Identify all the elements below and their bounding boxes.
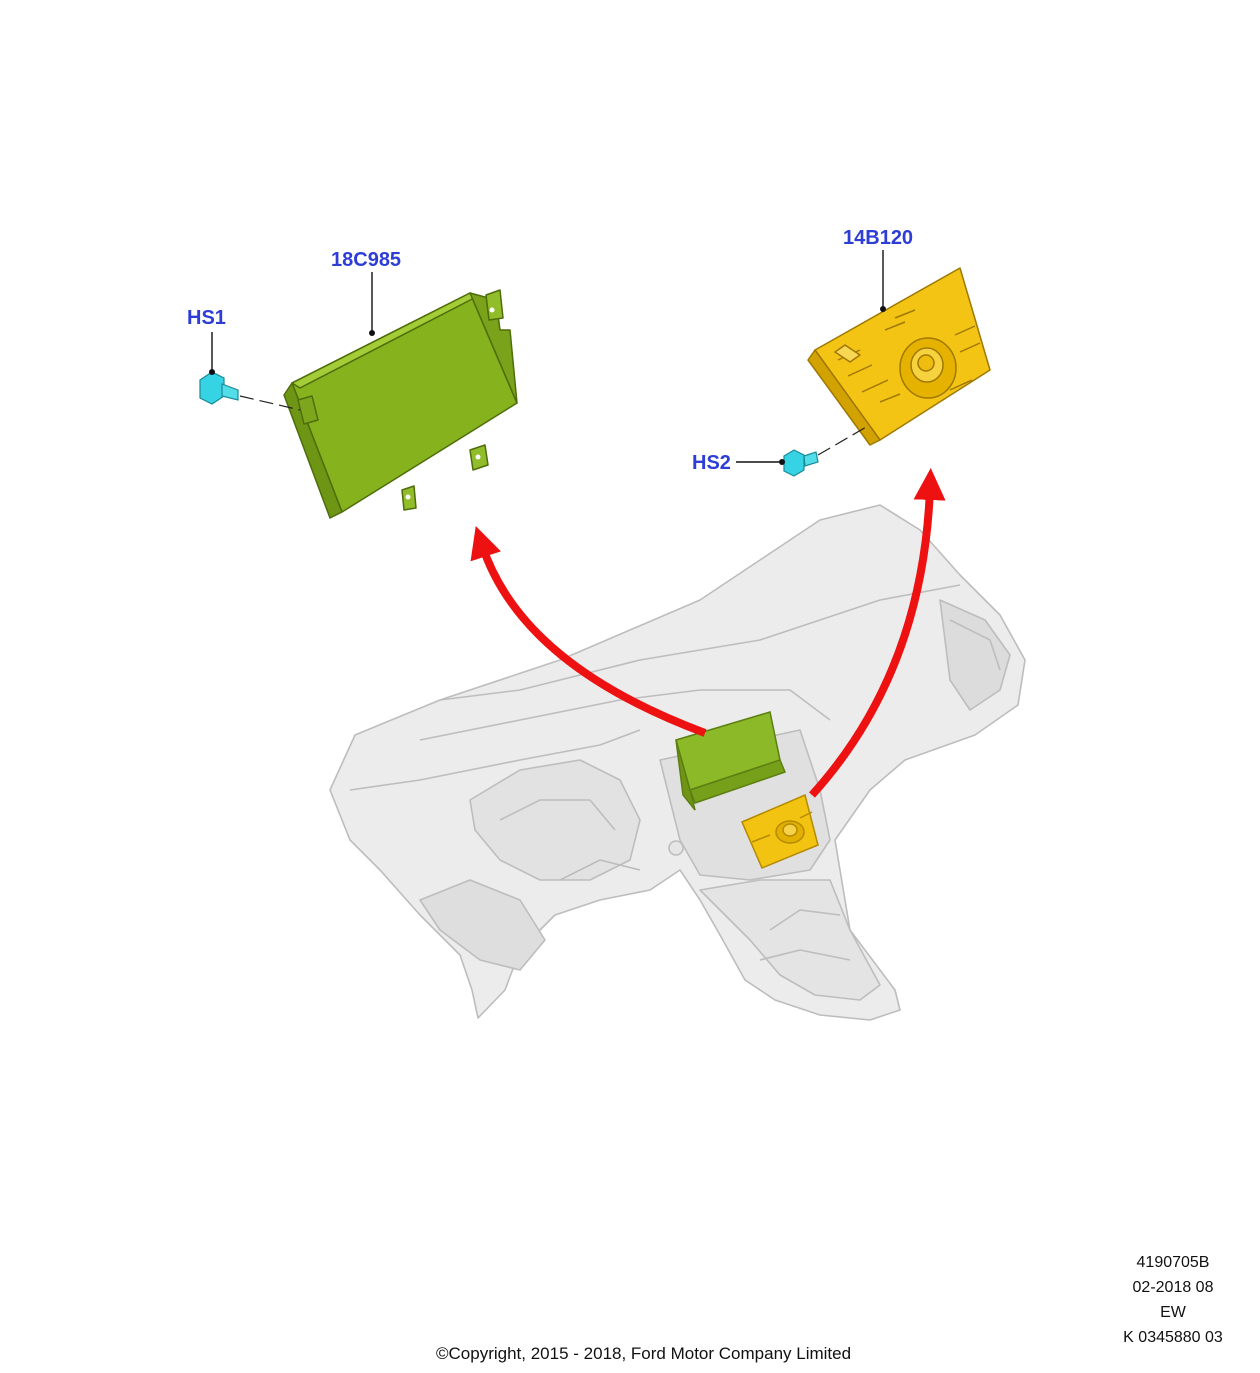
- arrow-to-14b120: [809, 468, 946, 798]
- module-14b120: [807, 267, 991, 446]
- reference-code: K 0345880 03: [1123, 1329, 1223, 1346]
- module-18c985: [283, 289, 518, 519]
- date-code: 02-2018 08: [1132, 1279, 1214, 1296]
- callout-14b120: 14B120: [843, 227, 914, 249]
- callout-18c985: 18C985: [331, 249, 402, 271]
- bolt-icon: [199, 371, 239, 405]
- leader-lines: [209, 250, 886, 465]
- callout-hs1: HS1: [187, 307, 226, 329]
- copyright-notice: ©Copyright, 2015 - 2018, Ford Motor Comp…: [436, 1344, 852, 1363]
- installed-module-18c985: [675, 711, 786, 811]
- assembly-line-hs2: [817, 425, 869, 456]
- region-code: EW: [1160, 1304, 1186, 1321]
- assembly-line-hs1: [239, 395, 301, 411]
- bolt-icon: [783, 449, 819, 477]
- figure-id: 4190705B: [1136, 1254, 1210, 1271]
- installed-module-14b120: [741, 793, 819, 869]
- arrow-to-18c985: [470, 526, 707, 737]
- callout-hs2: HS2: [692, 452, 731, 474]
